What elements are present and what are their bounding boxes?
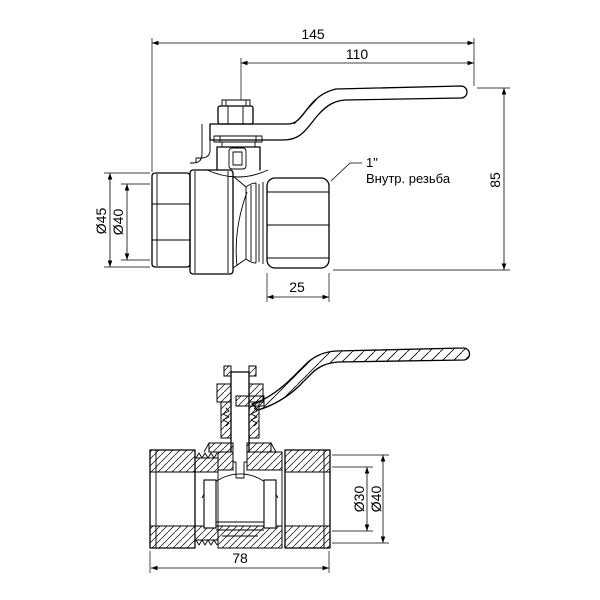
stem-nut-facets	[227, 106, 244, 124]
dim-25-label: 25	[289, 279, 305, 295]
left-hex-facet-lines	[152, 174, 190, 266]
dim-85-label: 85	[487, 172, 503, 188]
center-wall-bottom	[217, 525, 283, 549]
stem-washer-ticks	[225, 100, 247, 106]
stem-flange-left	[208, 442, 234, 453]
union-neck	[232, 175, 264, 269]
section-center	[201, 442, 283, 549]
stem-channel	[230, 371, 250, 453]
ball-seat-left	[203, 479, 217, 529]
valve-body	[189, 169, 248, 275]
thread-size-label: 1"	[366, 155, 378, 170]
right-end-outline	[284, 449, 331, 549]
thread-note-leader	[330, 162, 362, 182]
left-hex-end	[151, 172, 191, 268]
neck-ring-lines	[232, 175, 257, 269]
ball-bottom-plates	[216, 521, 264, 537]
body-edge-lines	[194, 171, 229, 273]
dim-d30-section-label: Ø30	[351, 486, 367, 513]
stem-dome-curve	[206, 169, 269, 178]
right-nut-facet-lines	[267, 191, 329, 259]
stem-flange-right	[246, 442, 272, 453]
plate-upper	[213, 135, 263, 143]
handle-section	[251, 347, 471, 411]
plate-dividers	[219, 136, 257, 142]
bracket-outer	[190, 124, 203, 164]
right-wall-top	[284, 449, 331, 473]
center-wall-top-right	[246, 451, 283, 471]
section-extension-lines	[149, 454, 389, 573]
stem-nut-outline	[217, 105, 254, 125]
lock-hole-inner	[232, 151, 243, 166]
center-cavity-lines	[203, 442, 283, 526]
plate-lower	[221, 141, 256, 148]
section-view: 78 Ø40 Ø30	[149, 347, 471, 573]
dim-d40-label: Ø40	[110, 209, 126, 236]
washer-lines	[258, 182, 264, 264]
packing-left	[220, 401, 232, 439]
left-hex-outline	[151, 172, 191, 268]
right-nut-outline	[266, 177, 330, 269]
gland-left	[216, 383, 232, 403]
thread-zigzag	[195, 452, 218, 546]
stem-slot	[232, 452, 248, 479]
top-view: 145 110 85 Ø45 Ø40 25 1" Внутр. резьба	[93, 26, 510, 302]
handle-bend-line	[293, 99, 317, 125]
handle-plates	[213, 135, 263, 148]
dim-110-label: 110	[346, 46, 369, 62]
dim-145-label: 145	[301, 26, 325, 42]
bracket-inner	[195, 124, 211, 163]
handle-top	[209, 85, 468, 141]
ball-seat-right	[263, 479, 277, 529]
section-stem	[216, 365, 265, 453]
stem-nut	[217, 99, 254, 125]
side-bracket	[190, 124, 211, 164]
extension-lines	[104, 38, 510, 302]
thread-note-label: Внутр. резьба	[366, 171, 451, 186]
body-outline	[189, 169, 234, 275]
top-dimensions: 145 110 85 Ø45 Ø40 25 1" Внутр. резьба	[93, 26, 510, 302]
section-right-end	[284, 449, 331, 549]
neck-wall-top	[194, 457, 219, 473]
dim-78-label: 78	[232, 550, 248, 566]
section-left-end	[149, 449, 196, 549]
packing-springs	[222, 407, 258, 427]
stem-washer	[221, 99, 251, 107]
right-hex-nut	[266, 177, 330, 269]
center-wall-top-left	[217, 451, 234, 471]
stem-tab-right	[248, 365, 257, 377]
section-dimensions: 78 Ø40 Ø30	[149, 454, 389, 573]
dim-d40-section-label: Ø40	[368, 486, 384, 513]
stem-tower	[206, 146, 269, 178]
lock-hole-outer	[228, 147, 247, 170]
handle-section-outline	[251, 347, 471, 411]
left-wall-top	[149, 449, 196, 473]
stem-tower-outline	[216, 146, 261, 171]
dim-d45-label: Ø45	[93, 208, 109, 235]
left-wall-bottom	[149, 525, 196, 549]
handle-outline	[209, 85, 468, 141]
right-wall-bottom	[284, 525, 331, 549]
stem-tab-left	[223, 365, 232, 377]
body-sweep-curve	[235, 191, 248, 267]
left-end-outline	[149, 449, 196, 549]
